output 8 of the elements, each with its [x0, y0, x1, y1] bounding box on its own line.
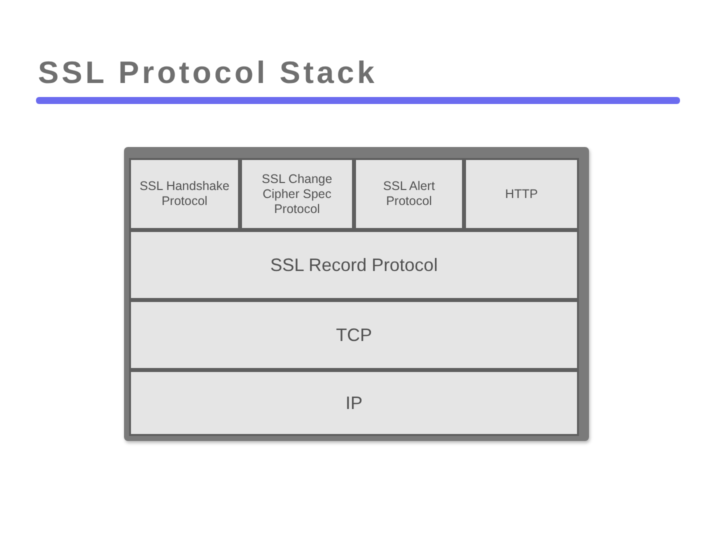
protocol-layer-box: HTTP [464, 158, 579, 230]
protocol-layer-box: TCP [129, 300, 579, 370]
protocol-layer-box: SSL Alert Protocol [354, 158, 464, 230]
protocol-layer-box: SSL Handshake Protocol [129, 158, 240, 230]
protocol-layer-box: SSL Change Cipher Spec Protocol [240, 158, 354, 230]
protocol-layer-box: IP [129, 370, 579, 436]
protocol-layer-box: SSL Record Protocol [129, 230, 579, 300]
slide-title: SSL Protocol Stack [38, 54, 378, 92]
